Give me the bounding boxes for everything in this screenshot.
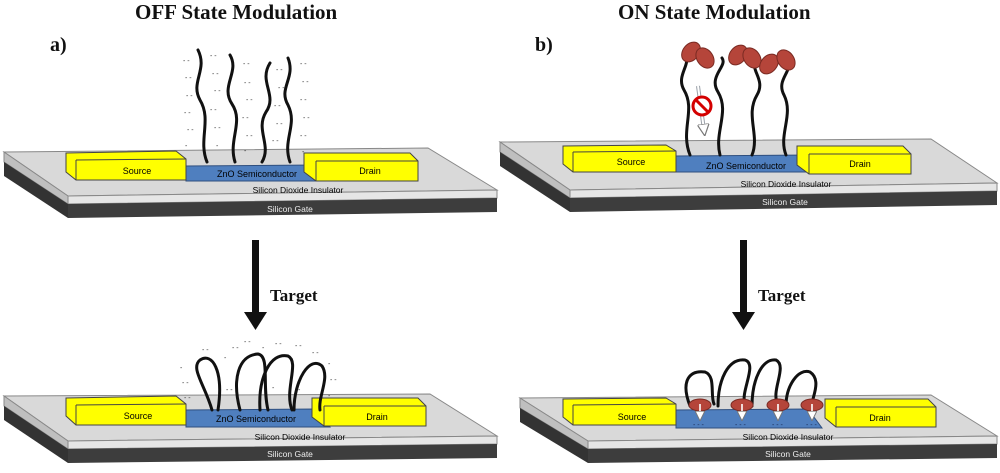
svg-text:- -: - - bbox=[214, 88, 221, 95]
semiconductor-label: ZnO Semiconductor bbox=[706, 161, 786, 171]
source-label: Source bbox=[124, 411, 153, 421]
svg-text:- -: - - bbox=[184, 395, 191, 402]
on-state-title: ON State Modulation bbox=[618, 0, 811, 24]
svg-text:- -: - - bbox=[242, 115, 249, 122]
insulator-label: Silicon Dioxide Insulator bbox=[743, 432, 834, 442]
svg-text:- -: - - bbox=[226, 387, 233, 394]
semiconductor-label: ZnO Semiconductor bbox=[216, 414, 296, 424]
target-molecules-top bbox=[681, 41, 796, 75]
svg-text:- -: - - bbox=[300, 97, 307, 104]
svg-text:- -: - - bbox=[232, 345, 239, 352]
blocked-approach-icon bbox=[691, 85, 713, 130]
svg-text:- -: - - bbox=[272, 138, 279, 145]
off-state-title: OFF State Modulation bbox=[135, 0, 338, 24]
svg-text:- -: - - bbox=[312, 350, 319, 357]
insulator-label: Silicon Dioxide Insulator bbox=[253, 185, 344, 195]
device-on-after: Source Drain Silicon Dioxide Insulator S… bbox=[518, 394, 999, 463]
svg-text:-: - bbox=[298, 387, 301, 394]
svg-text:- -: - - bbox=[185, 75, 192, 82]
svg-text:- -: - - bbox=[276, 121, 283, 128]
svg-text:- -: - - bbox=[244, 339, 251, 346]
svg-text:- -: - - bbox=[244, 80, 251, 87]
svg-text:- -: - - bbox=[246, 97, 253, 104]
svg-text:-: - bbox=[328, 393, 331, 400]
svg-text:- -: - - bbox=[184, 110, 191, 117]
drain-label: Drain bbox=[849, 159, 871, 169]
aptamer-strands-on-extended bbox=[680, 54, 791, 157]
svg-text:- -: - - bbox=[243, 61, 250, 68]
svg-text:-: - bbox=[262, 345, 265, 352]
svg-text:- -: - - bbox=[186, 93, 193, 100]
svg-text:- -: - - bbox=[278, 85, 285, 92]
svg-text:- -: - - bbox=[275, 341, 282, 348]
drain-label: Drain bbox=[869, 413, 891, 423]
semiconductor-label: ZnO Semiconductor bbox=[217, 169, 297, 179]
svg-text:- -: - - bbox=[182, 380, 189, 387]
svg-text:-: - bbox=[244, 148, 247, 155]
target-arrow-label-left: Target bbox=[270, 286, 318, 305]
device-off-after: Source Drain ZnO Semiconductor Silicon D… bbox=[2, 393, 499, 463]
source-label: Source bbox=[618, 412, 647, 422]
svg-text:- -: - - bbox=[295, 343, 302, 350]
aptamer-strands-off-folded bbox=[195, 352, 327, 412]
aptamer-strands-off-extended bbox=[195, 48, 293, 164]
svg-text:- -: - - bbox=[303, 115, 310, 122]
source-label: Source bbox=[617, 157, 646, 167]
gate-label: Silicon Gate bbox=[765, 449, 811, 459]
gate-label: Silicon Gate bbox=[762, 197, 808, 207]
svg-text:-: - bbox=[180, 365, 183, 372]
svg-text:- -: - - bbox=[187, 127, 194, 134]
target-arrow-label-right: Target bbox=[758, 286, 806, 305]
insulator-label: Silicon Dioxide Insulator bbox=[741, 179, 832, 189]
svg-text:- -: - - bbox=[202, 347, 209, 354]
svg-text:-: - bbox=[216, 143, 219, 150]
gate-label: Silicon Gate bbox=[267, 449, 313, 459]
svg-text:- -: - - bbox=[276, 67, 283, 74]
svg-text:-: - bbox=[328, 361, 331, 368]
device-on-before: Source Drain ZnO Semiconductor Silicon D… bbox=[498, 138, 999, 212]
svg-text:- -: - - bbox=[300, 133, 307, 140]
svg-text:- - -: - - - bbox=[772, 422, 784, 429]
svg-text:- -: - - bbox=[210, 107, 217, 114]
negative-charges-top: - - - - - - - - - - - - - - - - - - - - - - - - - -… bbox=[183, 53, 310, 156]
svg-text:- -: - - bbox=[210, 53, 217, 60]
target-arrow-left bbox=[244, 240, 267, 330]
svg-text:- - -: - - - bbox=[806, 422, 818, 429]
gate-label: Silicon Gate bbox=[267, 204, 313, 214]
induced-charges: - - - - - - - - - - - - bbox=[693, 422, 818, 429]
svg-text:- -: - - bbox=[300, 61, 307, 68]
aptamer-strands-on-folded bbox=[684, 358, 818, 408]
panel-b-label: b) bbox=[535, 34, 553, 56]
panel-a-label: a) bbox=[50, 34, 67, 56]
svg-text:- -: - - bbox=[302, 79, 309, 86]
svg-text:- -: - - bbox=[330, 377, 337, 384]
negative-charges-bottom: -- -- - - -- - -- -- - -- - - --- -- - -… bbox=[180, 339, 337, 402]
svg-text:-: - bbox=[302, 149, 305, 156]
svg-text:- -: - - bbox=[214, 125, 221, 132]
svg-text:- - -: - - - bbox=[735, 422, 747, 429]
svg-text:-: - bbox=[224, 355, 227, 362]
svg-text:- -: - - bbox=[246, 133, 253, 140]
svg-text:- -: - - bbox=[212, 71, 219, 78]
svg-text:- -: - - bbox=[274, 103, 281, 110]
device-off-before: Source Drain ZnO Semiconductor Silicon D… bbox=[2, 147, 499, 218]
svg-text:-: - bbox=[272, 385, 275, 392]
source-label: Source bbox=[123, 166, 152, 176]
charge-transfer-arrows bbox=[700, 404, 812, 416]
insulator-label: Silicon Dioxide Insulator bbox=[255, 432, 346, 442]
svg-text:- - -: - - - bbox=[693, 422, 705, 429]
drain-label: Drain bbox=[366, 412, 388, 422]
drain-label: Drain bbox=[359, 166, 381, 176]
svg-text:-: - bbox=[185, 143, 188, 150]
target-arrow-right bbox=[732, 240, 755, 330]
svg-text:- -: - - bbox=[183, 58, 190, 65]
